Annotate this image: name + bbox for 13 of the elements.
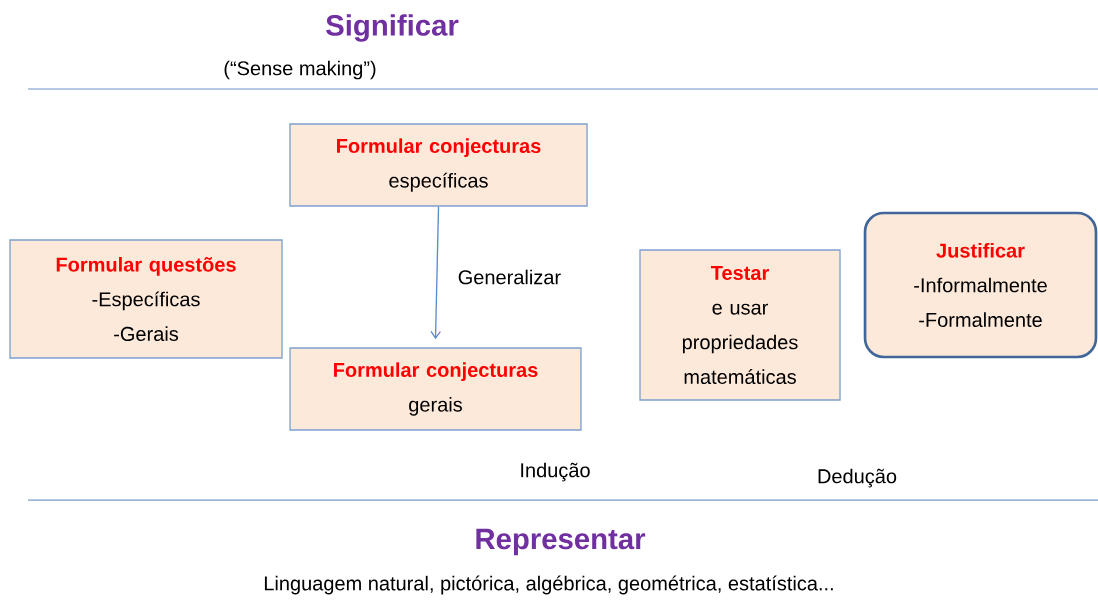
process-box: Formular conjecturas gerais	[289, 347, 582, 431]
caption-text: Linguagem natural, pictórica, algébrica, geométrica, estatística...	[264, 575, 833, 595]
heading: Significar	[326, 14, 459, 42]
edge-label: Generalizar	[458, 269, 561, 285]
process-box: Formular conjecturas específicas	[289, 123, 588, 207]
arrow	[430, 206, 441, 340]
process-box: Formular questões -Específicas -Gerais	[9, 239, 283, 359]
label-text: Indução	[521, 462, 590, 482]
process-box: Testar e usar propriedades matemáticas	[639, 249, 841, 401]
heading: Representar	[476, 528, 646, 556]
label-text: (“Sense making”)	[224, 60, 376, 80]
label-text: Dedução	[818, 468, 897, 488]
rounded-box: Justificar -Informalmente -Formalmente	[863, 211, 1098, 359]
